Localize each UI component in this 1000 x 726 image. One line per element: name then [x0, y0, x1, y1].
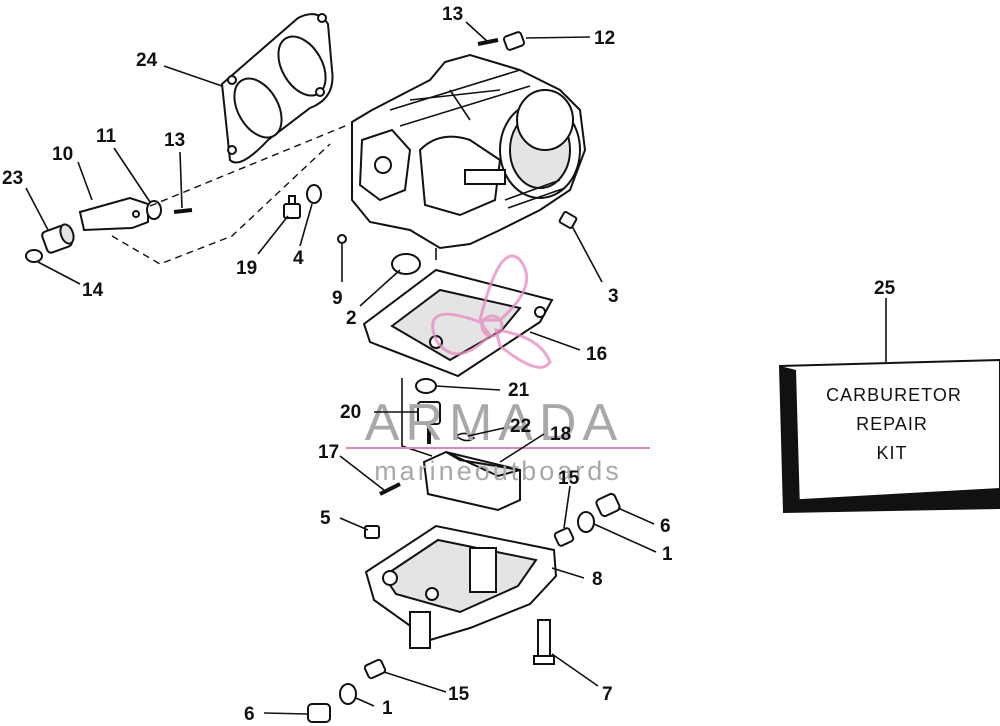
- part-12-screw: [502, 31, 526, 51]
- label-18: 18: [550, 424, 571, 445]
- label-15-bottom: 15: [448, 684, 470, 705]
- part-15-screw-right: [553, 527, 575, 547]
- label-19: 19: [236, 258, 257, 279]
- part-21-washer: [415, 378, 437, 394]
- label-2: 2: [346, 308, 357, 329]
- label-13-top: 13: [442, 4, 463, 25]
- kit-line-1: CARBURETOR: [826, 385, 962, 405]
- part-3-screw: [558, 211, 578, 229]
- label-6-right: 6: [660, 516, 671, 537]
- label-11: 11: [96, 126, 117, 147]
- carburetor-body: [351, 53, 587, 260]
- kit-line-3: KIT: [876, 443, 907, 463]
- part-17-pin: [379, 482, 401, 496]
- label-25: 25: [874, 278, 896, 299]
- part-20-needle-seat: [417, 401, 441, 444]
- part-10-lever: [78, 196, 149, 232]
- needle-bracket-line: [401, 378, 433, 457]
- part-6-plug-bottom: [307, 703, 331, 723]
- part-1-washer-bottom: [339, 683, 357, 705]
- label-5: 5: [320, 508, 331, 529]
- label-15-right: 15: [558, 468, 580, 489]
- kit-line-2: REPAIR: [856, 414, 928, 434]
- part-2-disc: [391, 253, 421, 275]
- label-8: 8: [592, 569, 603, 590]
- label-21: 21: [508, 380, 530, 401]
- part-22-clip: [455, 432, 476, 442]
- part-7-bolt: [533, 619, 555, 665]
- part-14-washer: [25, 249, 43, 263]
- label-23: 23: [2, 168, 23, 189]
- part-19-jet: [283, 195, 301, 219]
- label-12: 12: [594, 28, 615, 49]
- part-13-pin-left: [173, 208, 193, 214]
- label-16: 16: [586, 344, 607, 365]
- watermark-title: ARMADA: [365, 394, 623, 452]
- leader-lines: [25, 21, 887, 715]
- label-1-bottom: 1: [382, 698, 393, 719]
- part-25-repair-kit-box: CARBURETOR REPAIR KIT: [778, 358, 1000, 514]
- part-8-float-bowl: [364, 524, 558, 649]
- part-18-float: [422, 450, 521, 512]
- part-4-washer: [306, 184, 322, 204]
- part-5-screw: [364, 525, 380, 539]
- watermark-logo-icon: [431, 254, 552, 369]
- label-17: 17: [318, 442, 339, 463]
- part-24-gasket: [220, 13, 334, 164]
- label-22: 22: [510, 416, 531, 437]
- label-3: 3: [608, 286, 619, 307]
- watermark-subtitle: marineoutboards: [374, 456, 622, 486]
- label-9: 9: [332, 288, 343, 309]
- label-7: 7: [602, 684, 613, 705]
- label-6-bottom: 6: [244, 704, 255, 725]
- label-13-left: 13: [164, 130, 185, 151]
- label-14: 14: [82, 280, 104, 301]
- label-20: 20: [340, 402, 361, 423]
- part-9-ball: [337, 234, 347, 244]
- part-1-washer-right: [577, 511, 595, 533]
- part-6-plug-right: [595, 492, 621, 518]
- label-24: 24: [136, 50, 158, 71]
- part-15-screw-bottom: [363, 658, 387, 680]
- assembly-dashed-line: [111, 123, 351, 265]
- part-23-bushing: [41, 223, 75, 254]
- part-16-gasket: [362, 268, 554, 378]
- label-10: 10: [52, 144, 73, 165]
- label-1-right: 1: [662, 544, 673, 565]
- label-4: 4: [293, 248, 304, 269]
- part-labels: 24 13 12 10 11 13 23 14 19 4 9 2 3 16 21…: [2, 4, 896, 725]
